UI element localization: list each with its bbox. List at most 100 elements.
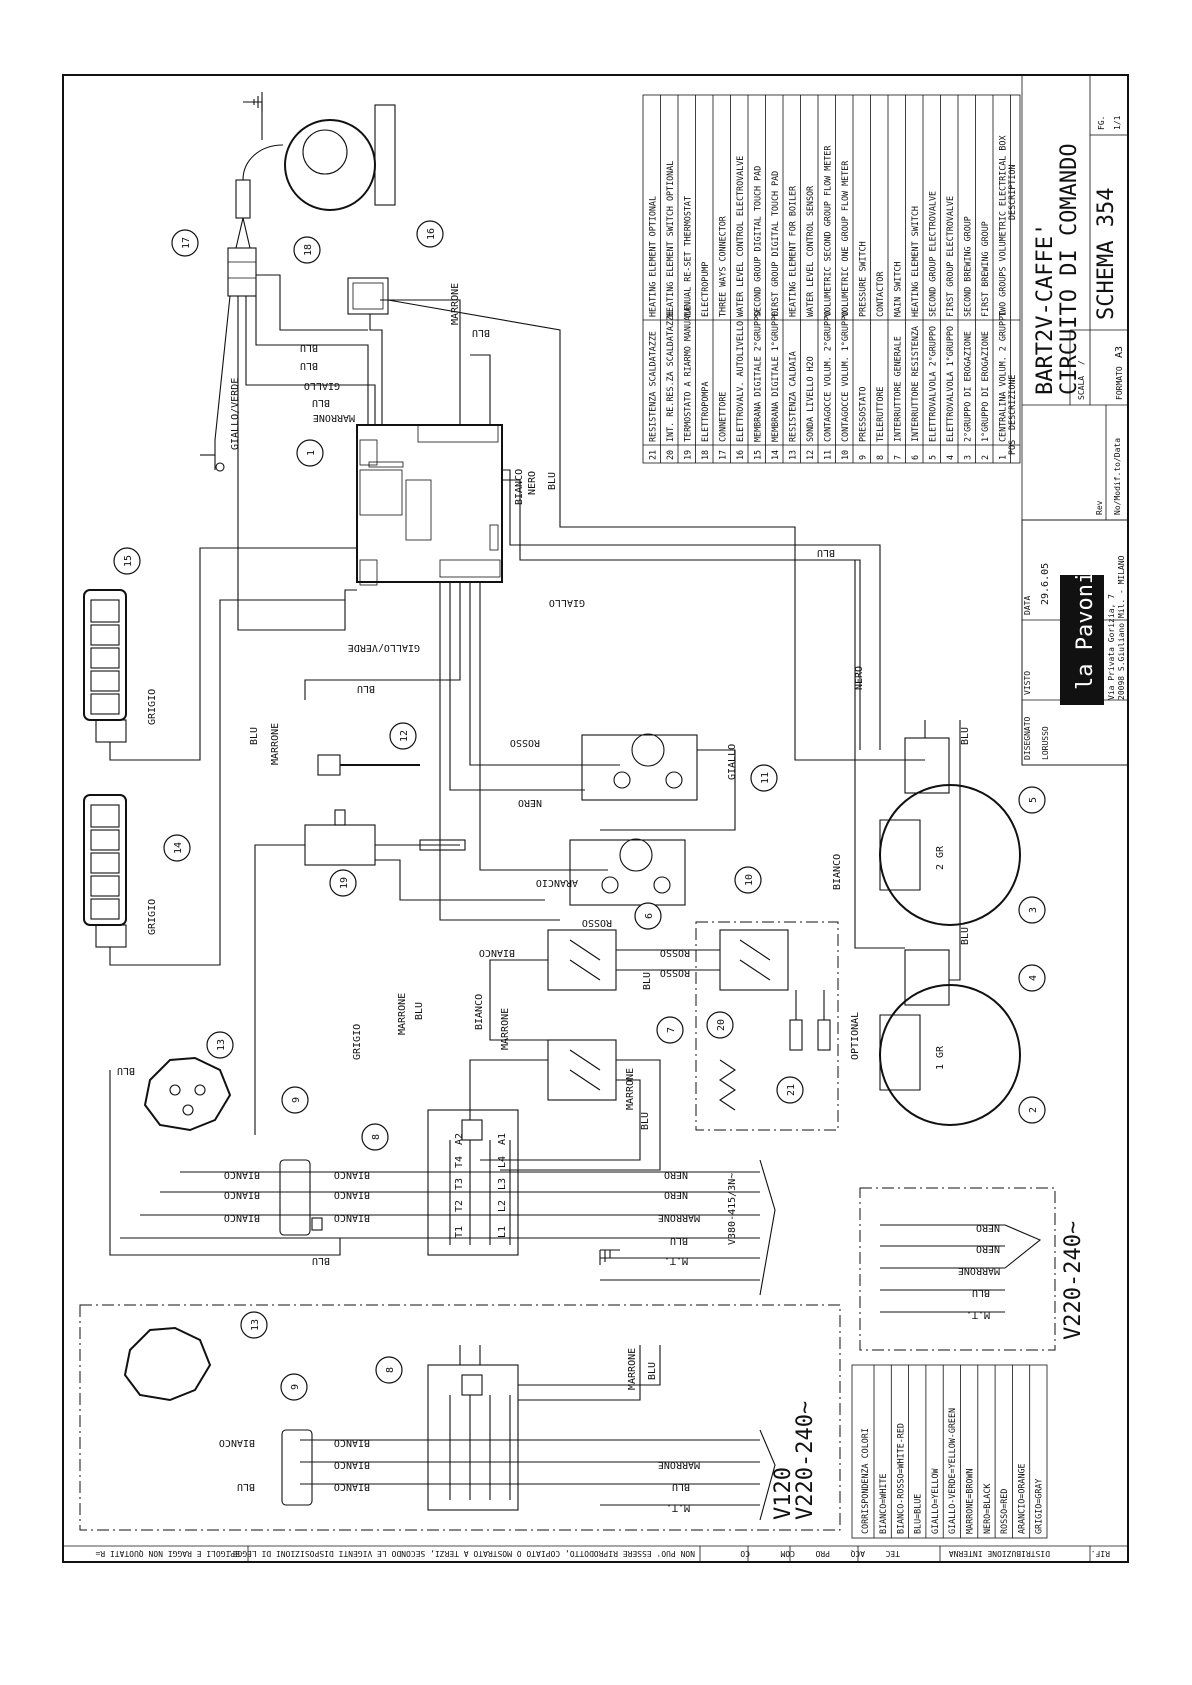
legend-descrizione: CONTAGOCCE VOLUM. 1°GRUPPO — [840, 311, 850, 442]
legend-descrizione: TELERUTTORE — [875, 387, 885, 442]
level-valve-16 — [347, 277, 389, 315]
alt-supply-box — [859, 1187, 1056, 1351]
optional-label: OPTIONAL — [850, 1012, 861, 1060]
legend-pos: 20 — [665, 450, 675, 460]
wire-giallo-verde: GIALLO/VERDE — [230, 378, 241, 450]
legend-pos: 3 — [963, 455, 973, 460]
callout-number: 9 — [290, 1384, 301, 1390]
footer-strip: RIF. DISTRIBUZIONE INTERNA TEC ACQ PRO C… — [63, 1545, 1128, 1562]
legend-pos: 5 — [928, 455, 938, 460]
colors-table-header: CORRISPONDENZA COLORI — [860, 1428, 870, 1534]
company-address-line1: Via Privata Gorizia, 7 — [1107, 594, 1116, 700]
colors-row: NERO=BLACK — [982, 1483, 992, 1534]
colors-row: ROSSO=RED — [999, 1489, 1009, 1534]
contactor-t1: T1 — [454, 1226, 465, 1238]
callout-number: 21 — [786, 1084, 797, 1096]
wire-bianco-box: BIANCO — [514, 469, 525, 505]
callout-bubble — [416, 220, 444, 248]
wire-blu-left: BLU — [414, 1002, 425, 1020]
callout-bubble — [1018, 964, 1046, 992]
colors-row: GIALLO-VERDE=YELLOW-GREEN — [947, 1408, 957, 1534]
wire-arancio: ARANCIO — [536, 877, 578, 888]
contactor-l2: L2 — [497, 1200, 508, 1212]
heating-switch-6 — [547, 929, 617, 991]
legend-description: HEATING ELEMENT SWITCH OPTIONAL — [665, 161, 675, 317]
footer-rif: RIF. — [1091, 1549, 1110, 1558]
callout-number: 7 — [666, 1027, 677, 1033]
pressure-switch-9 — [279, 1159, 311, 1236]
legend-descrizione: SONDA LIVELLO H2O — [805, 356, 815, 442]
wire-blu-2: BLU — [312, 1255, 330, 1266]
callout-number: 1 — [306, 450, 317, 456]
callout-number: 3 — [1028, 907, 1039, 913]
bottom-wire-bianco-4: BIANCO — [219, 1437, 255, 1448]
wire-nero-2: NERO — [664, 1189, 688, 1200]
supply-main-label: V380-415/3N~ — [727, 1173, 738, 1245]
callout-bubble — [163, 834, 191, 862]
wire-grigio-14: GRIGIO — [147, 899, 158, 935]
wire-bianco-4: BIANCO — [832, 854, 843, 890]
cupwarmer-element-21 — [719, 1059, 736, 1111]
legend-pos: 10 — [840, 450, 850, 460]
supply-120-label: V120 — [771, 1467, 796, 1520]
boiler-element-13 — [143, 1056, 232, 1132]
wire-blu-switch: BLU — [640, 1112, 651, 1130]
disegnato-value: LORUSSO — [1041, 726, 1050, 760]
bottom-wire-bianco-3: BIANCO — [334, 1481, 370, 1492]
legend-pos: 4 — [945, 455, 955, 460]
wire-nero-11: NERO — [518, 797, 542, 808]
rev-label: Rev — [1095, 500, 1104, 515]
legend-pos: 2 — [980, 455, 990, 460]
data-label: DATA — [1023, 596, 1032, 615]
alt-120v-box — [79, 1304, 841, 1531]
bottom-wire-marrone-2: MARRONE — [627, 1348, 638, 1390]
callout-bubble — [1018, 1096, 1046, 1124]
bottom-wire-blu-2: BLU — [237, 1481, 255, 1492]
group-2-label: 2 GR — [935, 845, 946, 870]
callout-bubble — [1018, 786, 1046, 814]
legend-description: FIRST GROUP DIGITAL TOUCH PAD — [770, 171, 780, 317]
legend-description: VOLUMETRIC ONE GROUP FLOW METER — [840, 160, 850, 317]
legend-pos: 21 — [648, 450, 658, 460]
legend-descrizione: INTERRUTTORE RESISTENZA — [910, 326, 920, 442]
wire-blu-6: BLU — [642, 972, 653, 990]
wire-giallo-verde-box: GIALLO/VERDE — [348, 642, 420, 653]
callout-number: 14 — [173, 842, 184, 854]
callout-number: 9 — [291, 1097, 302, 1103]
callout-number: 19 — [339, 877, 350, 889]
legend-descrizione: ELETTROVALVOLA 1°GRUPPO — [945, 326, 955, 442]
wire-giallo-11: GIALLO — [727, 744, 738, 780]
callout-number: 4 — [1028, 975, 1039, 981]
legend-descrizione: RESISTENZA SCALDATAZZE — [648, 331, 658, 442]
legend-header-description: DESCRIPTION — [1007, 165, 1017, 220]
callout-number: 11 — [760, 772, 771, 784]
legend-descrizione: TERMOSTATO A RIARMO MANUALE — [683, 306, 693, 442]
schema-number: SCHEMA 354 — [1094, 188, 1119, 320]
colors-row: BLU=BLUE — [913, 1494, 923, 1534]
wire-rosso-10: ROSSO — [582, 917, 612, 928]
wire-bianco-6: BIANCO — [479, 947, 515, 958]
callout-number: 17 — [181, 237, 192, 249]
wire-blu-top-2: BLU — [312, 397, 330, 408]
wire-bianco-7: BIANCO — [474, 994, 485, 1030]
legend-descrizione: ELETTROVALV. AUTOLIVELLO — [735, 321, 745, 442]
formato-label: FORMATO — [1115, 366, 1124, 400]
callout-number: 8 — [371, 1134, 382, 1140]
footer-notice-edges: SPIGOLI E RAGGI NON QUOTATI R= — [95, 1549, 240, 1558]
callout-number: 13 — [250, 1319, 261, 1331]
callout-number: 13 — [216, 1039, 227, 1051]
wire-rosso-11: ROSSO — [510, 737, 540, 748]
legend-pos: 7 — [893, 455, 903, 460]
wire-grigio-contactor: GRIGIO — [352, 1024, 363, 1060]
brewing-group-1 — [879, 984, 1021, 1126]
formato-value: A3 — [1114, 346, 1125, 358]
title-block: FG. 1/1 SCHEMA 354 BART2V-CAFFE' CIRCUIT… — [1021, 74, 1129, 766]
legend-description: SECOND GROUP DIGITAL TOUCH PAD — [753, 166, 763, 317]
callout-bubble — [389, 722, 417, 750]
company-address-line2: 20098 S.Giuliano Mil. - MILANO — [1117, 555, 1126, 700]
callout-number: 5 — [1028, 797, 1039, 803]
wire-blu-4: BLU — [960, 927, 971, 945]
legend-descrizione: INT. RE.RES.ZA SCALDATAZZE — [665, 311, 675, 442]
